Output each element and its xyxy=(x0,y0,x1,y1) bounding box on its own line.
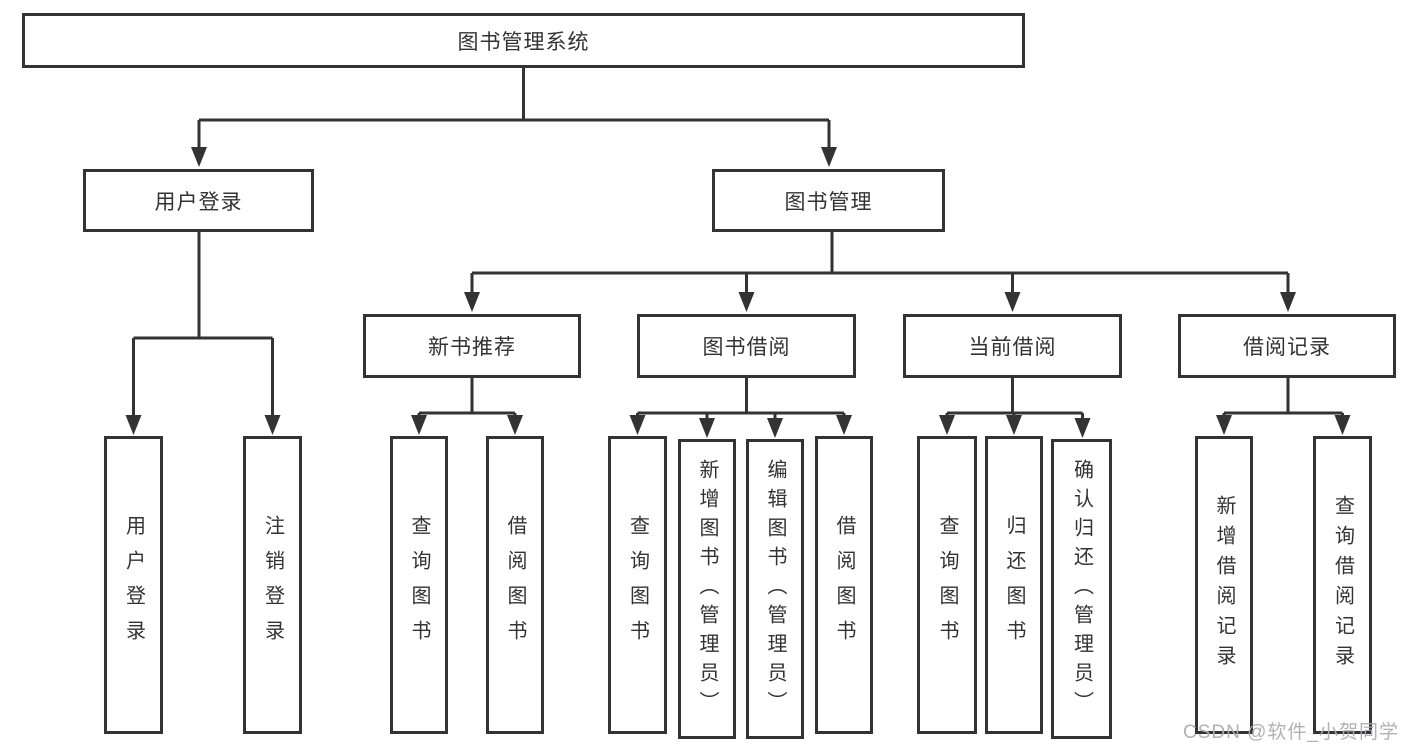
node-label: 查询图书 xyxy=(936,515,958,655)
connector-new-book-to-leaves xyxy=(417,378,517,418)
node-current-borrowing: 当前借阅 xyxy=(903,314,1122,378)
arrowhead xyxy=(1074,418,1091,438)
arrowhead xyxy=(191,147,207,167)
leaf-borrow-books-2: 借阅图书 xyxy=(815,436,873,734)
node-label: 归还图书 xyxy=(1003,515,1025,655)
node-label: 借阅图书 xyxy=(833,515,855,655)
node-label: 用户登录 xyxy=(122,515,145,655)
arrowhead xyxy=(836,415,852,435)
node-label: 用户登录 xyxy=(154,190,243,214)
leaf-query-borrow-record: 查询借阅记录 xyxy=(1313,436,1372,734)
leaf-return-books: 归还图书 xyxy=(985,436,1043,734)
node-book-management: 图书管理 xyxy=(712,169,945,232)
node-label: 当前借阅 xyxy=(968,336,1057,359)
arrowhead xyxy=(629,415,646,435)
leaf-query-books-3: 查询图书 xyxy=(917,436,977,734)
arrowhead xyxy=(464,292,480,312)
leaf-user-login: 用户登录 xyxy=(104,436,163,734)
arrowhead xyxy=(699,418,715,438)
node-label: 新增图书（管理员） xyxy=(696,458,718,720)
leaf-borrow-books-1: 借阅图书 xyxy=(486,436,544,734)
node-borrow-records: 借阅记录 xyxy=(1178,314,1396,378)
leaf-add-books-admin: 新增图书（管理员） xyxy=(678,439,736,739)
node-label: 查询图书 xyxy=(626,515,649,655)
arrowhead xyxy=(1216,415,1232,435)
leaf-add-borrow-record: 新增借阅记录 xyxy=(1195,436,1253,734)
node-label: 图书借阅 xyxy=(702,336,791,359)
arrowhead xyxy=(821,147,837,167)
connector-user-login-to-leaves xyxy=(132,232,274,418)
node-new-book-recommendation: 新书推荐 xyxy=(363,314,581,378)
connector-book-borrow-to-leaves xyxy=(636,378,846,420)
leaf-query-books-1: 查询图书 xyxy=(390,436,448,734)
node-label: 新书推荐 xyxy=(428,336,516,359)
leaf-edit-books-admin: 编辑图书（管理员） xyxy=(746,439,804,739)
node-label: 查询图书 xyxy=(408,515,430,655)
arrowhead xyxy=(1004,292,1021,312)
node-label: 编辑图书（管理员） xyxy=(764,458,786,720)
leaf-logout-login: 注销登录 xyxy=(243,436,302,734)
arrowhead xyxy=(507,415,523,435)
leaf-confirm-return-admin: 确认归还（管理员） xyxy=(1051,439,1112,739)
node-label: 新增借阅记录 xyxy=(1213,495,1235,675)
node-book-borrowing: 图书借阅 xyxy=(637,314,856,378)
arrowhead xyxy=(767,418,783,438)
node-label: 确认归还（管理员） xyxy=(1070,458,1093,720)
connector-current-borrow-to-leaves xyxy=(945,378,1084,420)
node-label: 图书管理 xyxy=(784,190,873,214)
arrowhead xyxy=(1280,292,1296,312)
node-label: 查询借阅记录 xyxy=(1331,495,1354,675)
node-label: 借阅记录 xyxy=(1243,336,1331,359)
connector-root-to-level2 xyxy=(197,68,831,151)
arrowhead xyxy=(939,415,955,435)
node-label: 图书管理系统 xyxy=(457,30,590,54)
node-user-login-group: 用户登录 xyxy=(83,169,314,232)
arrowhead xyxy=(264,415,281,435)
node-label: 注销登录 xyxy=(261,515,284,655)
arrowhead xyxy=(738,292,755,312)
node-label: 借阅图书 xyxy=(504,515,526,655)
arrowhead xyxy=(1334,415,1351,435)
node-library-management-system: 图书管理系统 xyxy=(22,13,1025,68)
leaf-query-books-2: 查询图书 xyxy=(608,436,667,734)
connector-borrow-record-to-leaves xyxy=(1222,378,1344,418)
arrowhead xyxy=(411,415,427,435)
watermark: CSDN @软件_小贺同学 xyxy=(1183,722,1399,743)
arrowhead xyxy=(1006,415,1022,435)
arrowhead xyxy=(125,415,142,435)
connector-book-mgmt-to-level3 xyxy=(470,232,1290,296)
